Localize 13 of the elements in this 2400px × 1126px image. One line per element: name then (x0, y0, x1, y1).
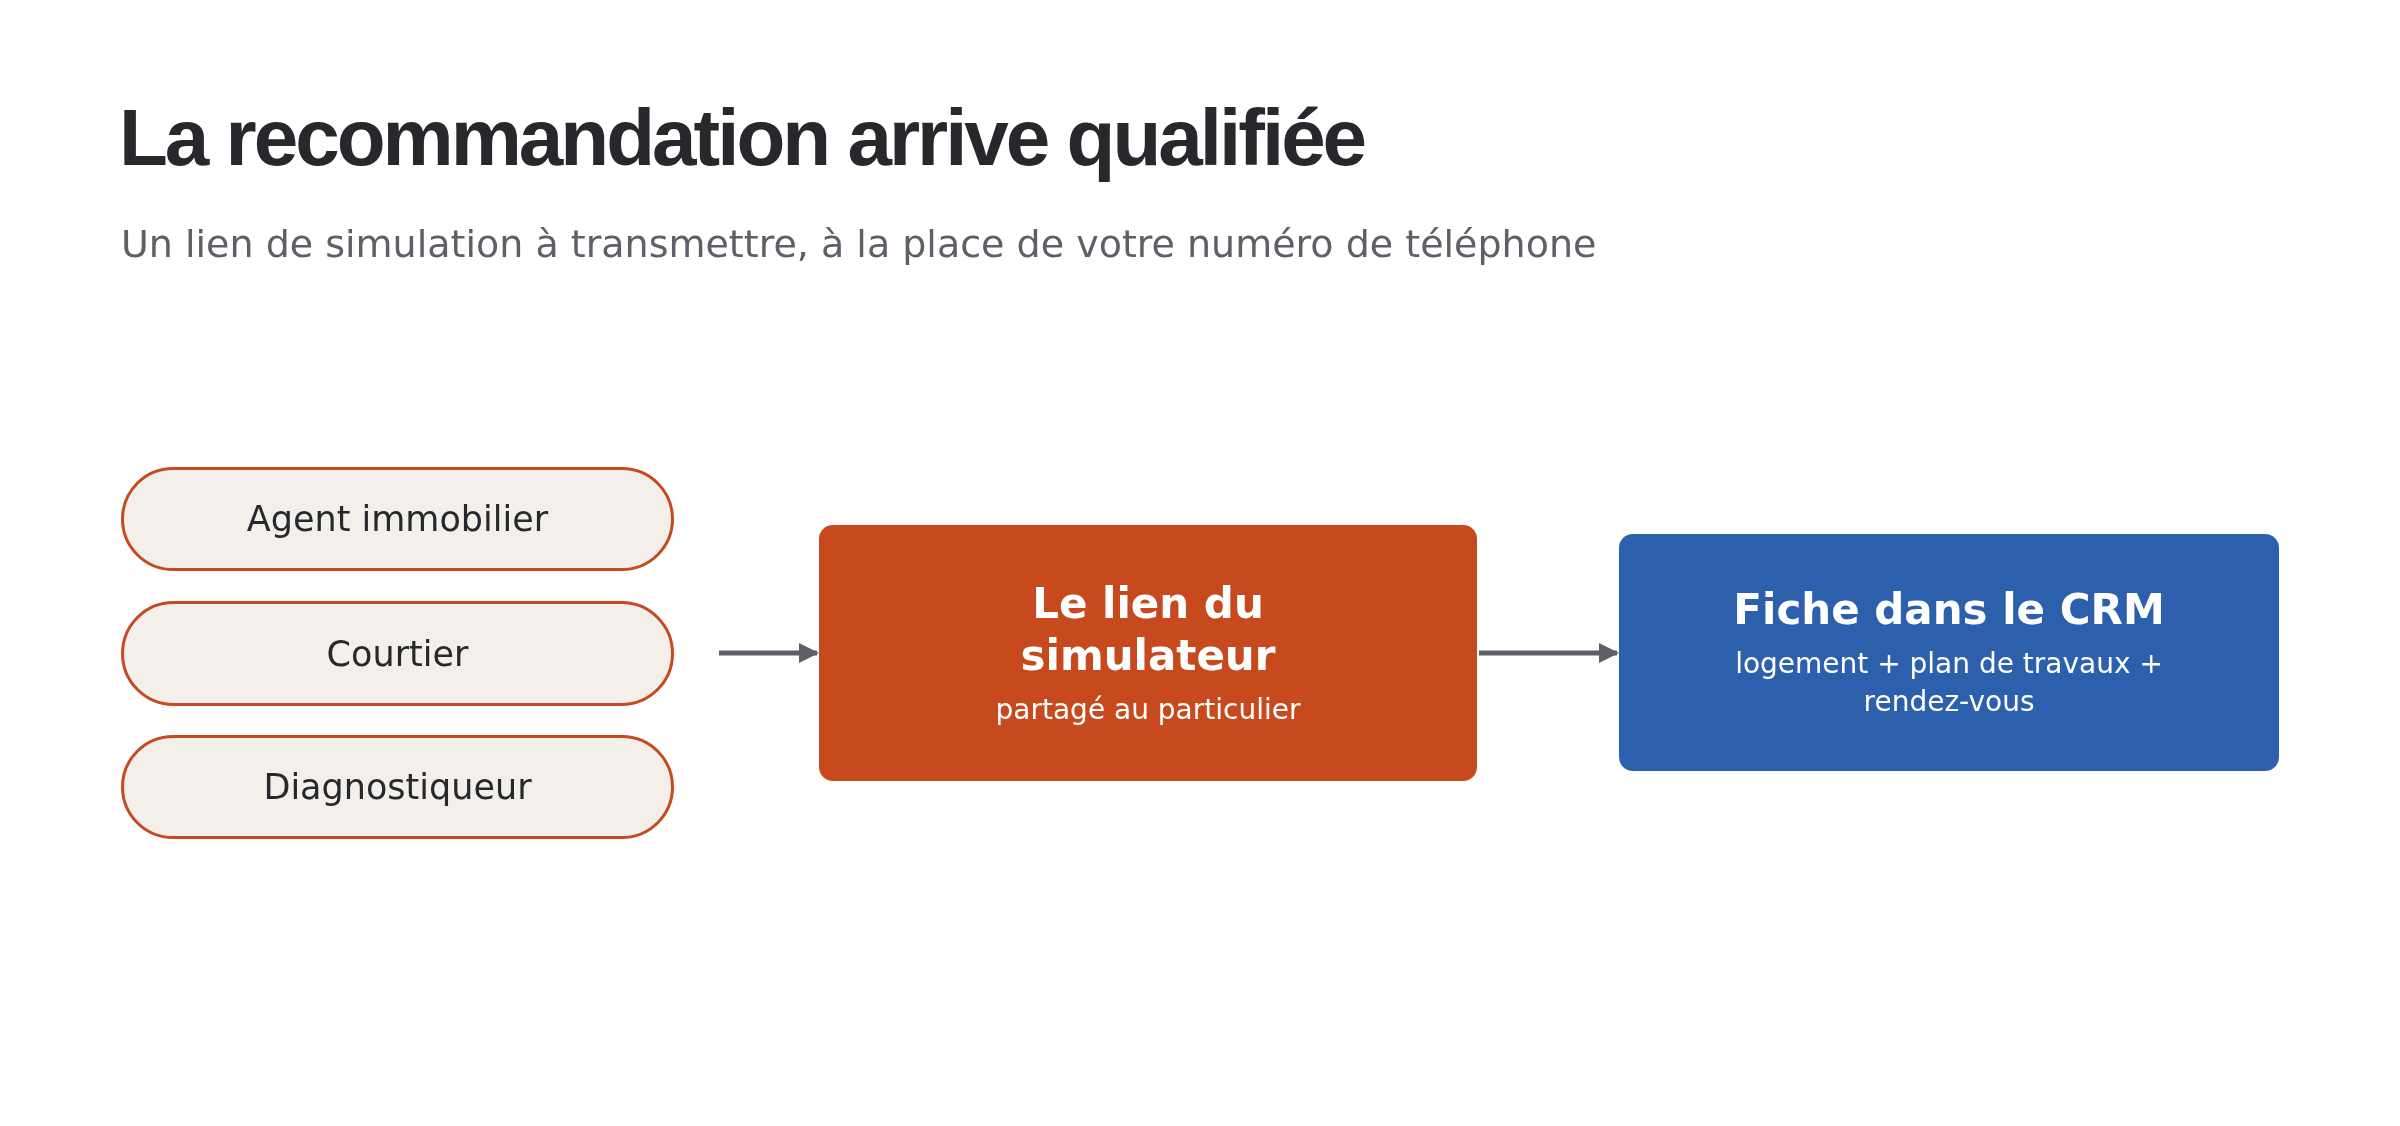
box-heading: Fiche dans le CRM (1733, 584, 2165, 637)
source-label: Diagnostiqueur (263, 767, 532, 807)
result-box (1619, 534, 2279, 771)
subtitle: Un lien de simulation à transmettre, à la place de votre numéro de téléphone (121, 222, 1597, 266)
box-heading: Le lien du simulateur (1019, 577, 1277, 683)
process-box (819, 525, 1477, 781)
source-label: Agent immobilier (246, 499, 549, 539)
box-subtext: logement + plan de travaux + rendez-vous (1734, 645, 2164, 720)
title: La recommandation arrive qualifiée (119, 92, 1365, 184)
arrow (1479, 643, 1619, 663)
box-subtext: partagé au particulier (995, 691, 1301, 728)
source-label: Courtier (326, 633, 469, 674)
arrow (719, 643, 819, 663)
